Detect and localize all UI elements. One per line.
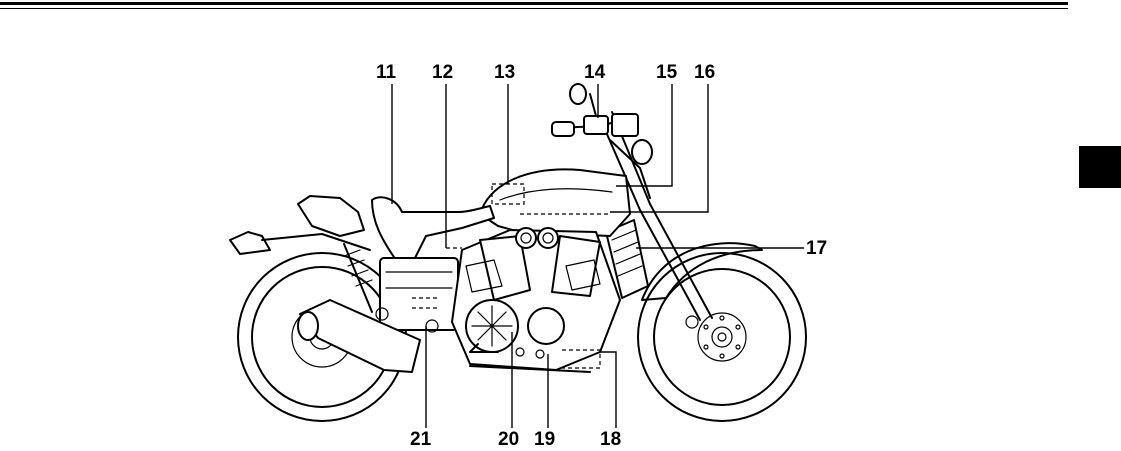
callout-19: 19 xyxy=(534,430,555,450)
callout-17: 17 xyxy=(806,239,827,259)
fuel-tank-icon xyxy=(480,169,630,236)
tail-light-icon xyxy=(230,232,270,254)
callout-14: 14 xyxy=(584,63,605,83)
mirror-icon xyxy=(570,84,586,104)
callout-21: 21 xyxy=(410,430,431,450)
headlight-icon xyxy=(632,140,652,164)
callout-13: 13 xyxy=(494,63,515,83)
callout-20: 20 xyxy=(498,430,519,450)
engine-icon xyxy=(452,228,620,370)
callout-15: 15 xyxy=(656,63,677,83)
front-wheel-icon xyxy=(638,253,806,421)
callout-16: 16 xyxy=(694,63,715,83)
side-cover-icon xyxy=(380,258,458,330)
callout-12: 12 xyxy=(432,63,453,83)
callout-18: 18 xyxy=(600,430,621,450)
rear-cowl-icon xyxy=(298,196,364,236)
callout-11: 11 xyxy=(376,63,396,83)
